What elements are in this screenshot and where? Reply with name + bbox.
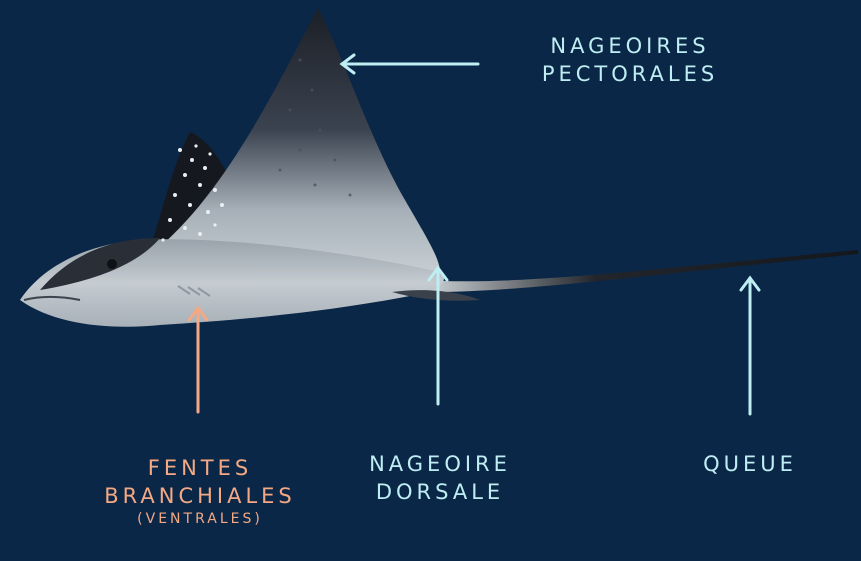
label-gill-slits: FENTES BRANCHIALES (VENTRALES) — [50, 454, 350, 527]
label-dorsal-fin: NAGEOIRE DORSALE — [335, 450, 545, 507]
label-gill-line1: FENTES — [148, 456, 252, 480]
arrow-left-icon — [342, 55, 478, 73]
arrow-up-icon — [189, 308, 207, 412]
label-gill-note: (VENTRALES) — [50, 511, 350, 528]
label-tail: QUEUE — [680, 450, 820, 478]
label-gill-line2: BRANCHIALES — [104, 484, 296, 508]
label-pectoral-line2: PECTORALES — [542, 62, 718, 86]
label-dorsal-line2: DORSALE — [376, 480, 504, 504]
ray-eye — [107, 259, 117, 269]
arrow-up-icon — [741, 278, 759, 414]
ray-tail — [420, 250, 858, 292]
label-dorsal-line1: NAGEOIRE — [369, 452, 511, 476]
label-tail-text: QUEUE — [703, 452, 797, 476]
label-pectoral-fins: NAGEOIRES PECTORALES — [505, 32, 755, 89]
label-pectoral-line1: NAGEOIRES — [550, 34, 709, 58]
